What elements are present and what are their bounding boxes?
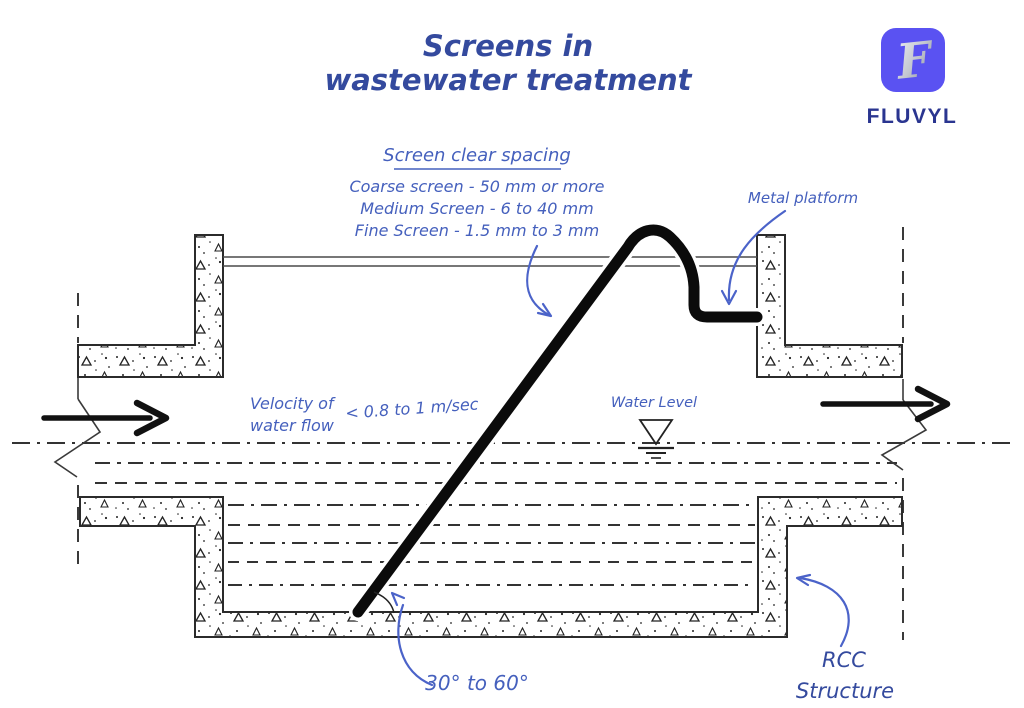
logo-tile <box>881 28 945 92</box>
title-line-2: wastewater treatment <box>324 63 692 97</box>
fluvyl-logo: F FLUVYL <box>867 28 958 128</box>
diagram-title: Screens in wastewater treatment <box>324 29 692 97</box>
spacing-fine: Fine Screen - 1.5 mm to 3 mm <box>355 221 599 240</box>
rcc-arrow <box>795 573 850 648</box>
rcc-structure-walls <box>77 234 903 638</box>
rcc-structure-label: RCC Structure <box>796 648 894 703</box>
velocity-label: Velocity of water flow < 0.8 to 1 m/sec <box>250 394 479 435</box>
guide-rails <box>223 256 757 267</box>
spacing-medium: Medium Screen - 6 to 40 mm <box>360 199 593 218</box>
bar-screen-stroke <box>352 224 763 618</box>
channel-chamber <box>79 496 903 638</box>
logo-brand-text: FLUVYL <box>867 105 958 128</box>
title-line-1: Screens in <box>423 29 593 63</box>
rcc-line-1: RCC <box>822 648 866 672</box>
velocity-line-2: water flow <box>250 416 335 435</box>
rcc-line-2: Structure <box>796 679 894 703</box>
spacing-heading: Screen clear spacing <box>383 145 571 166</box>
water-surface-lines <box>12 442 1012 586</box>
water-level-label: Water Level <box>611 395 697 411</box>
angle-arrow <box>390 591 434 687</box>
upper-left-wall <box>77 234 224 378</box>
outflow-arrow <box>820 385 951 423</box>
screen-angle-arc <box>373 591 395 614</box>
velocity-value: < 0.8 to 1 m/sec <box>345 394 480 422</box>
angle-range-label: 30° to 60° <box>425 671 529 695</box>
upper-right-wall <box>756 234 903 378</box>
inflow-arrow <box>41 399 170 437</box>
spacing-pointer-arrow <box>526 244 553 318</box>
water-level-symbol <box>638 419 674 459</box>
screen-spacing-note: Screen clear spacing Coarse screen - 50 … <box>349 145 604 240</box>
metal-platform-label: Metal platform <box>748 189 858 207</box>
velocity-line-1: Velocity of <box>250 394 336 413</box>
spacing-coarse: Coarse screen - 50 mm or more <box>349 177 604 196</box>
bar-screen <box>349 221 766 621</box>
metal-platform-arrow <box>720 209 787 306</box>
annotation-arrows <box>390 209 850 687</box>
right-break-line <box>880 227 928 640</box>
